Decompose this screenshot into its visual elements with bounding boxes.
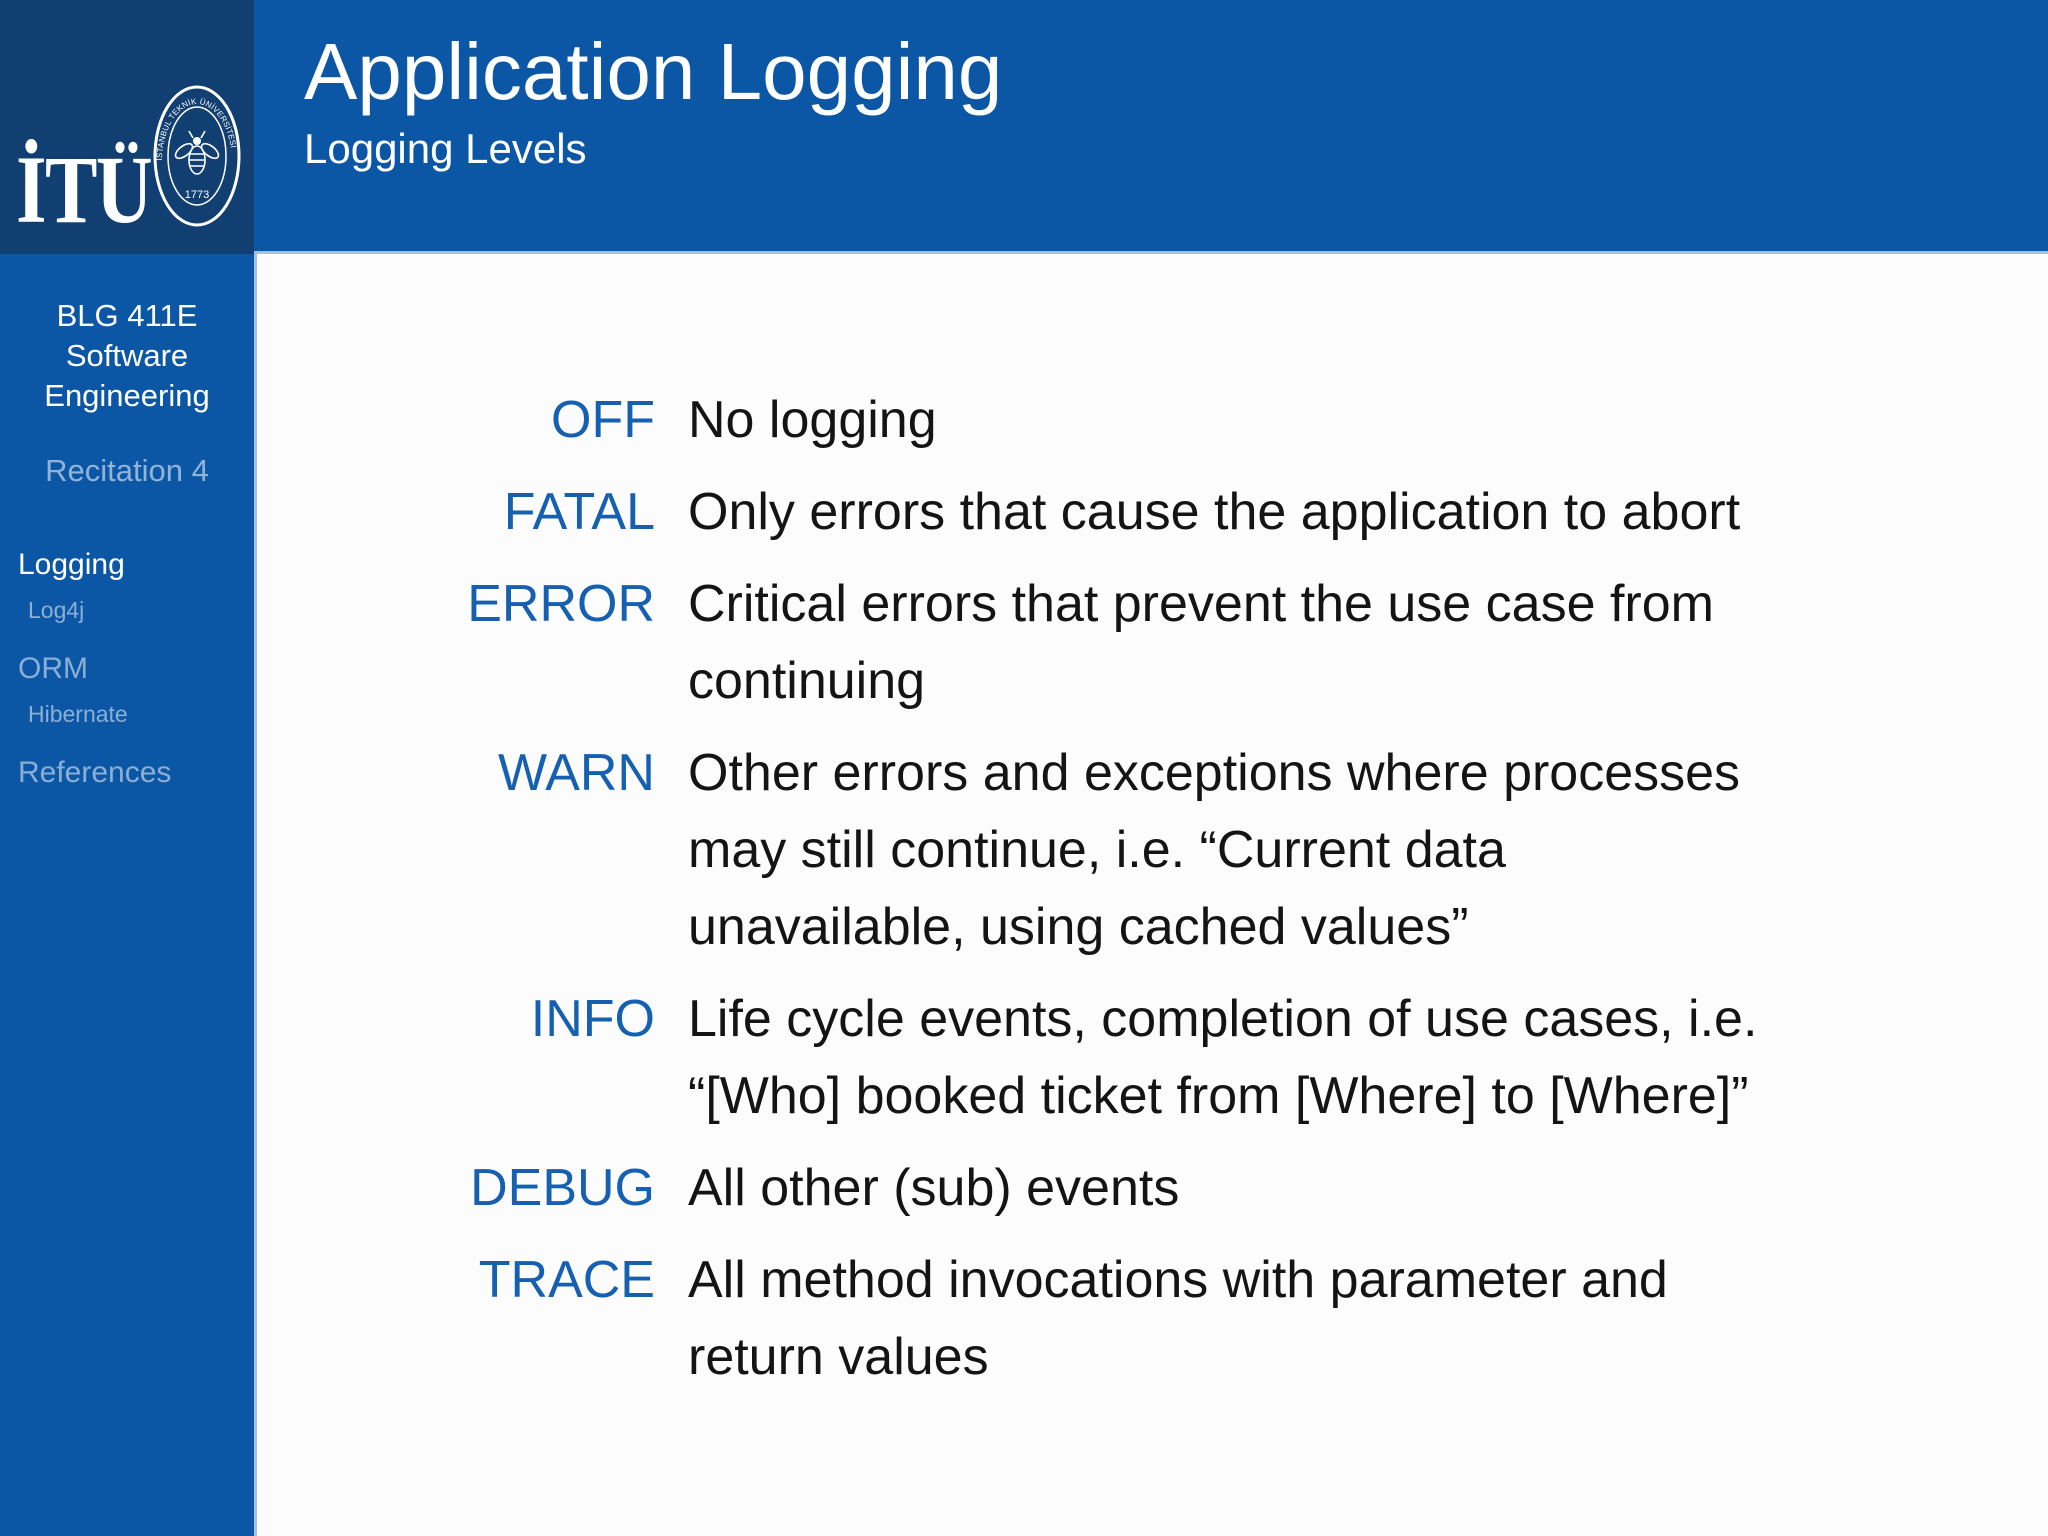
level-term-info: INFO xyxy=(530,990,655,1048)
slide-title: Application Logging xyxy=(304,27,1003,116)
level-term-fatal: FATAL xyxy=(503,483,655,541)
slide-subtitle: Logging Levels xyxy=(304,125,587,172)
level-term-warn: WARN xyxy=(498,744,655,802)
level-description-off: No logging xyxy=(688,391,937,449)
level-term-trace: TRACE xyxy=(478,1251,655,1309)
sidebar-item-recitation-4[interactable]: Recitation 4 xyxy=(45,453,209,488)
level-term-error: ERROR xyxy=(467,575,655,633)
sidebar-item-log4j[interactable]: Log4j xyxy=(28,597,85,623)
logo-box: İTÜ İSTANBUL TEKNİK ÜNİVERSİTESİ 1773 xyxy=(0,0,254,254)
sidebar-item-logging[interactable]: Logging xyxy=(18,548,125,581)
level-description-error: Critical errors that prevent the use cas… xyxy=(688,575,1714,710)
seal-year: 1773 xyxy=(185,189,209,201)
sidebar-item-hibernate[interactable]: Hibernate xyxy=(28,701,128,727)
bee-icon xyxy=(174,130,220,175)
slide-header: Application Logging Logging Levels xyxy=(254,0,2048,254)
level-description-fatal: Only errors that cause the application t… xyxy=(688,483,1741,541)
sidebar-item-orm[interactable]: ORM xyxy=(18,652,88,685)
level-description-warn: Other errors and exceptions where proces… xyxy=(688,744,1741,956)
level-description-debug: All other (sub) events xyxy=(688,1159,1180,1217)
level-description-trace: All method invocations with parameter an… xyxy=(688,1251,1668,1386)
sidebar: BLG 411E Software Engineering Recitation… xyxy=(0,254,257,1536)
sidebar-course-title: BLG 411E Software Engineering xyxy=(44,298,210,413)
itu-logo-text: İTÜ xyxy=(16,136,153,243)
level-term-off: OFF xyxy=(551,391,655,449)
level-term-debug: DEBUG xyxy=(470,1159,655,1217)
itu-seal-icon: İSTANBUL TEKNİK ÜNİVERSİTESİ 1773 xyxy=(153,85,241,227)
sidebar-item-references[interactable]: References xyxy=(18,756,172,789)
level-description-info: Life cycle events, completion of use cas… xyxy=(688,990,1758,1125)
